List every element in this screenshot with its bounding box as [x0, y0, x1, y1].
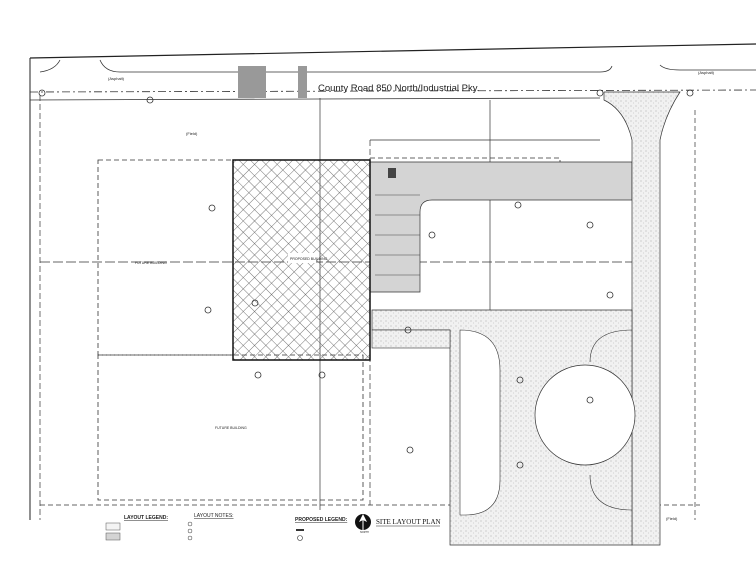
- survey-markers: [38, 89, 694, 469]
- parking-stalls: [375, 194, 420, 276]
- future-building-label: FUTURE BUILDING: [135, 261, 167, 265]
- turnaround-island: [534, 364, 636, 466]
- road-name: County Road 850 North/Industrial Pky.: [318, 83, 479, 94]
- sheet-border-top: [29, 43, 756, 59]
- landscape-island: [459, 329, 501, 516]
- layout-notes-title: LAYOUT NOTES:: [194, 513, 234, 519]
- paved-drive: [369, 161, 633, 293]
- field-label: (Field): [186, 131, 198, 136]
- asphalt-label: (Asphalt): [698, 70, 715, 75]
- culvert-area: [298, 66, 307, 98]
- drive-entrance: [603, 91, 681, 546]
- legend-swatch-pavement: [105, 532, 121, 541]
- layout-legend-title: LAYOUT LEGEND:: [124, 515, 168, 521]
- loading-pad: [371, 329, 451, 349]
- legend-block: LAYOUT LEGEND: LAYOUT NOTES: PROPOSED LE…: [105, 513, 441, 541]
- accessible-stall: [388, 168, 396, 178]
- future-building-label: FUTURE BUILDING: [215, 426, 247, 430]
- culvert-area: [238, 66, 266, 98]
- building-label: PROPOSED BUILDING: [290, 257, 328, 261]
- legend-swatch-stipple: [105, 522, 121, 531]
- county-road: County Road 850 North/Industrial Pky. (A…: [29, 59, 756, 101]
- drawing-title: SITE LAYOUT PLAN: [376, 518, 441, 526]
- proposed-legend-title: PROPOSED LEGEND:: [295, 517, 348, 523]
- asphalt-label: (Asphalt): [108, 76, 125, 81]
- field-label: (Field): [666, 516, 678, 521]
- north-label: NORTH: [360, 531, 369, 534]
